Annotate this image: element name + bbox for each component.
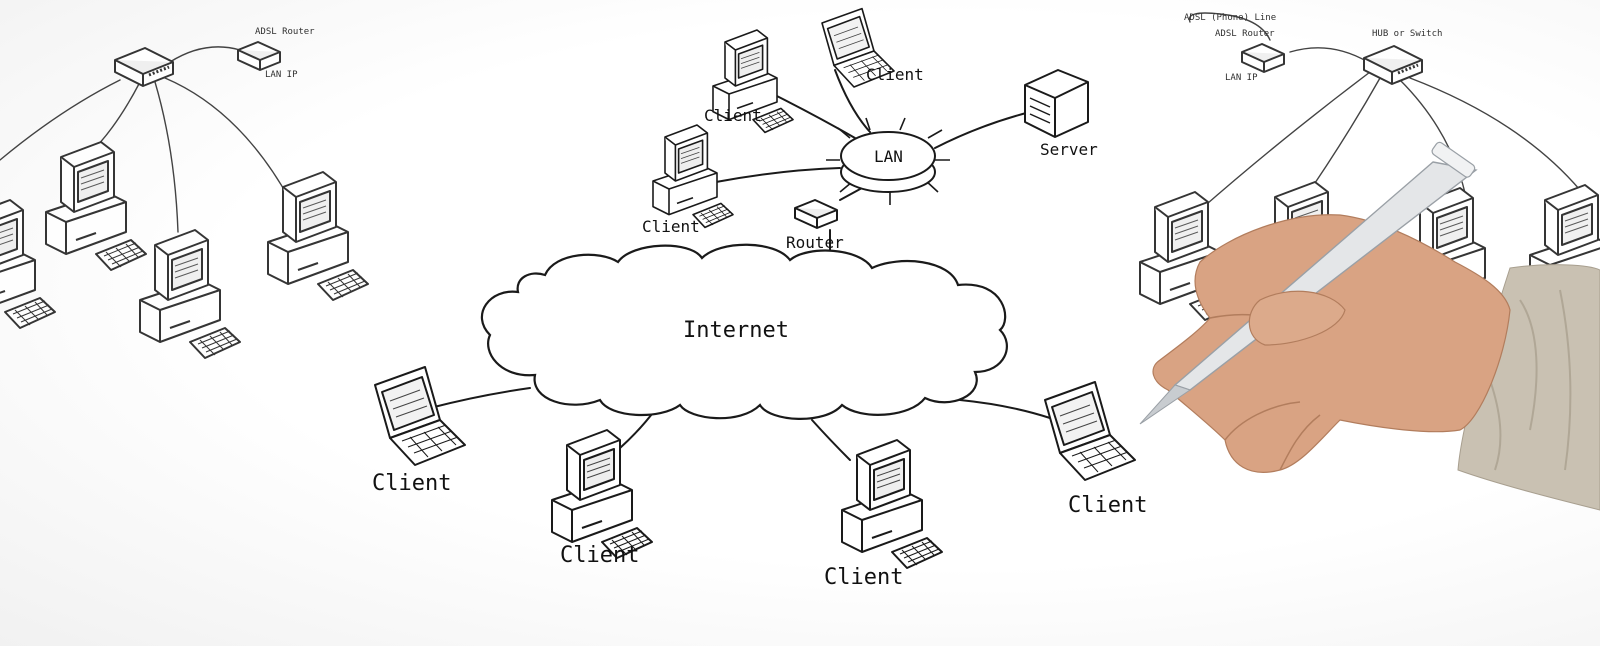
left-adsl-router [237,41,281,71]
hand [1152,214,1511,473]
link-laptop-right [959,399,1051,419]
internet-network: Internet Client Client Client Client [372,229,1147,590]
server [1024,69,1089,138]
right-adsl-router-label: ADSL Router [1215,29,1275,39]
right-adsl-line-label: ADSL (Phone) Line [1184,13,1276,23]
left-desktop-a [45,141,147,271]
link-laptop-left [429,387,531,409]
link-switch-adsl-right [1289,47,1369,63]
client-label-center-right: Client [824,565,903,590]
lan-client-label-laptop: Client [866,65,924,84]
client-label-right: Client [1068,493,1147,518]
lan-client-label-left: Client [642,217,700,236]
lan-client-label-top: Client [704,106,762,125]
link-lan-client-b [834,69,871,133]
lan-label: LAN [874,147,903,166]
client-label-center-left: Client [560,543,639,568]
internet-label: Internet [683,318,789,343]
laptop-client-right [1044,381,1136,481]
right-adsl-router [1241,43,1285,73]
left-desktop-b [139,229,241,359]
right-hub-label: HUB or Switch [1372,29,1442,39]
internet-cloud [480,243,1008,420]
laptop-client-left [374,366,466,466]
lan-client-desktop-left [652,124,734,229]
server-label: Server [1040,140,1098,159]
desktop-client-center-left [551,429,653,559]
link-switch-adsl-left [169,46,241,63]
left-desktop-c [267,171,369,301]
link-lan-server [934,111,1031,149]
right-home-network: ADSL (Phone) Line ADSL Router LAN IP HUB… [1139,12,1600,321]
left-adsl-router-label: ADSL Router [255,27,315,37]
hand-with-pen [1139,141,1600,511]
lan-network: LAN Client Client Client Server Router [642,7,1098,252]
link-lan-client-c [715,167,841,183]
left-lan-ip-label: LAN IP [265,70,298,80]
link-lan-router [839,187,863,201]
left-home-network: ADSL Router LAN IP [0,27,369,359]
router [794,199,838,229]
link-desktop-center-right [811,419,851,461]
right-hub-switch [1362,44,1424,86]
lan-hub: LAN [826,117,950,205]
desktop-client-center-right [841,439,943,569]
left-switch [113,46,175,88]
router-label: Router [786,233,844,252]
right-lan-ip-label: LAN IP [1225,73,1258,83]
client-label-left: Client [372,471,451,496]
